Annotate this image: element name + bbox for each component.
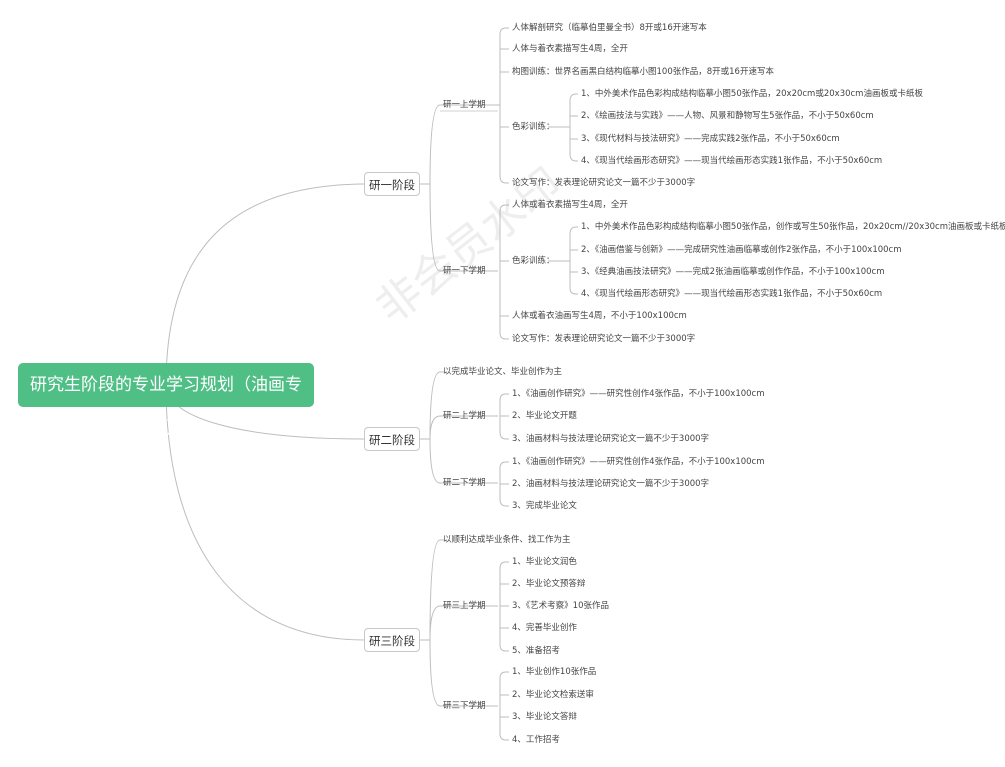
s3b-item-4[interactable]: 4、工作招考 [512,735,560,745]
s1a-color-4[interactable]: 4、《现当代绘画形态研究》——现当代绘画形态实践1张作品，不小于50x60cm [581,156,883,166]
s1b-item-4[interactable]: 论文写作：发表理论研究论文一篇不少于3000字 [512,334,696,344]
s2a-item-1[interactable]: 1、《油画创作研究》——研究性创作4张作品，不小于100x100cm [512,389,765,399]
stage-3-node[interactable]: 研三阶段 [364,628,420,652]
s1a-color-2[interactable]: 2、《绘画技法与实践》——人物、风景和静物写生5张作品，不小于50x60cm [581,111,874,121]
s1b-item-1[interactable]: 人体或着衣素描写生4周，全开 [512,200,628,210]
s2a-item-2[interactable]: 2、毕业论文开题 [512,411,577,421]
stage-2-node[interactable]: 研二阶段 [364,427,420,451]
stage-1-node[interactable]: 研一阶段 [364,172,420,196]
s3a-item-1[interactable]: 1、毕业论文润色 [512,557,577,567]
semester-3a[interactable]: 研三上学期 [443,601,486,611]
s3a-item-5[interactable]: 5、准备招考 [512,646,560,656]
s2b-item-3[interactable]: 3、完成毕业论文 [512,501,577,511]
s1b-color-2[interactable]: 2、《油画借鉴与创新》——完成研究性油画临摹或创作2张作品，不小于100x100… [581,245,902,255]
s3a-item-3[interactable]: 3、《艺术考察》10张作品 [512,601,609,611]
s2b-item-2[interactable]: 2、油画材料与技法理论研究论文一篇不少于3000字 [512,479,710,489]
semester-1b[interactable]: 研一下学期 [443,266,486,276]
semester-3b[interactable]: 研三下学期 [443,701,486,711]
s1b-color-1[interactable]: 1、中外美术作品色彩构成结构临摹小图50张作品，创作或写生50张作品，20x20… [581,222,1005,232]
s1a-item-5[interactable]: 论文写作：发表理论研究论文一篇不少于3000字 [512,178,696,188]
semester-2a[interactable]: 研二上学期 [443,411,486,421]
semester-1a[interactable]: 研一上学期 [443,100,486,110]
s1a-color-3[interactable]: 3、《现代材料与技法研究》——完成实践2张作品，不小于50x60cm [581,134,840,144]
s1a-item-1[interactable]: 人体解剖研究（临摹伯里曼全书）8开或16开速写本 [512,23,707,33]
s1a-color-label[interactable]: 色彩训练： [512,122,555,132]
s1b-color-label[interactable]: 色彩训练： [512,256,555,266]
s1a-item-3[interactable]: 构图训练：世界名画黑白结构临摹小图100张作品，8开或16开速写本 [512,67,774,77]
root-topic[interactable]: 研究生阶段的专业学习规划（油画专业） [18,363,314,439]
s3b-item-1[interactable]: 1、毕业创作10张作品 [512,667,597,677]
s1b-color-4[interactable]: 4、《现当代绘画形态研究》——现当代绘画形态实践1张作品，不小于50x60cm [581,289,883,299]
s1b-color-3[interactable]: 3、《经典油画技法研究》——完成2张油画临摹或创作作品，不小于100x100cm [581,267,885,277]
s2b-item-1[interactable]: 1、《油画创作研究》——研究性创作4张作品，不小于100x100cm [512,457,765,467]
s1a-item-2[interactable]: 人体与着衣素描写生4周，全开 [512,44,628,54]
s1b-item-3[interactable]: 人体或着衣油画写生4周，不小于100x100cm [512,311,687,321]
stage-2-note[interactable]: 以完成毕业论文、毕业创作为主 [443,367,563,377]
s1a-color-1[interactable]: 1、中外美术作品色彩构成结构临摹小图50张作品，20x20cm或20x30cm油… [581,89,923,99]
stage-3-note[interactable]: 以顺利达成毕业条件、找工作为主 [443,535,571,545]
s3b-item-2[interactable]: 2、毕业论文检索送审 [512,690,594,700]
s3a-item-2[interactable]: 2、毕业论文预答辩 [512,579,586,589]
s2a-item-3[interactable]: 3、油画材料与技法理论研究论文一篇不少于3000字 [512,434,710,444]
s3a-item-4[interactable]: 4、完善毕业创作 [512,623,577,633]
s3b-item-3[interactable]: 3、毕业论文答辩 [512,712,577,722]
semester-2b[interactable]: 研二下学期 [443,478,486,488]
